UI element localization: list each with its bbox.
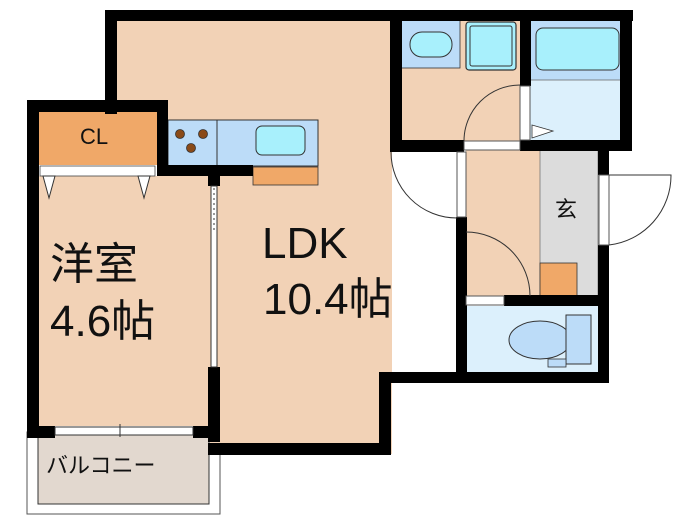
western-room-floor xyxy=(38,176,210,426)
ldk-size-label: 10.4帖 xyxy=(263,275,393,324)
stove-burner-icon xyxy=(175,129,185,139)
hallway-floor xyxy=(466,150,540,296)
balcony-area xyxy=(26,431,221,515)
closet-door-marker xyxy=(137,175,151,200)
kitchen-sink-icon xyxy=(255,125,306,156)
entrance-label: 玄 xyxy=(555,198,578,223)
closet-door-marker xyxy=(42,175,56,200)
western-room-label: 洋室 xyxy=(50,239,138,290)
bath-door-marker xyxy=(531,124,555,139)
bathroom xyxy=(530,20,622,140)
bathtub-icon xyxy=(535,27,620,71)
western-room-size-label: 4.6帖 xyxy=(50,297,156,346)
fridge-space xyxy=(252,166,319,186)
stove-burner-icon xyxy=(186,143,196,153)
balcony-label: バルコニー xyxy=(46,454,156,479)
toilet-bowl-icon xyxy=(508,320,572,360)
ldk-label: LDK xyxy=(262,219,348,268)
washroom xyxy=(399,19,520,142)
washing-machine-icon xyxy=(465,21,517,71)
closet xyxy=(38,112,157,165)
stove-burner-icon xyxy=(198,129,208,139)
doors xyxy=(54,84,672,437)
toilet-tank-icon xyxy=(565,314,592,365)
washbasin-icon xyxy=(409,31,453,58)
walls xyxy=(27,10,633,455)
toilet-room xyxy=(466,306,598,372)
shoe-cabinet xyxy=(539,262,578,297)
closet-label: CL xyxy=(80,124,109,149)
closet-door-track xyxy=(39,165,156,177)
